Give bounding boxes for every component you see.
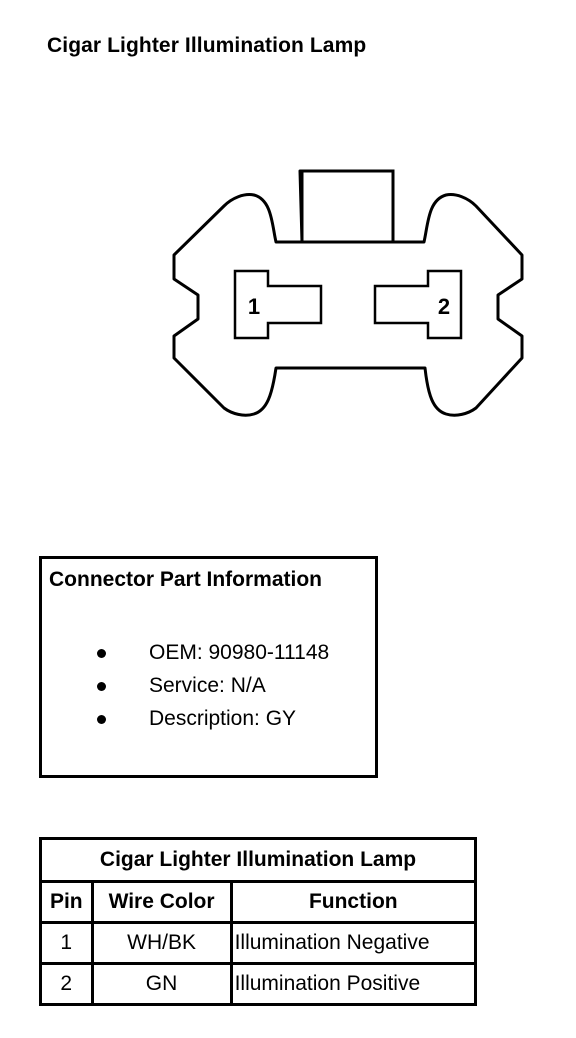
header-wire-color: Wire Color (90, 880, 233, 924)
connector-body-outline (172, 169, 524, 417)
cell-function: Illumination Negative (229, 921, 478, 965)
cell-function: Illumination Positive (229, 962, 478, 1006)
pin-cavity-1 (233, 269, 323, 340)
bullet-icon (97, 715, 106, 724)
table-row: 2 GN Illumination Positive (39, 962, 478, 1006)
page-title: Cigar Lighter Illumination Lamp (47, 34, 367, 57)
table-title-row: Cigar Lighter Illumination Lamp (39, 837, 477, 883)
pin-cavity-2 (373, 269, 463, 340)
part-info-text: Description: GY (149, 707, 297, 730)
connector-part-info-box: Connector Part Information OEM: 90980-11… (39, 556, 378, 778)
pin-function-table: Cigar Lighter Illumination Lamp Pin Wire… (39, 837, 478, 1006)
bullet-icon (97, 649, 106, 658)
pin-label-1: 1 (248, 294, 260, 319)
part-info-text: Service: N/A (149, 674, 266, 697)
table-header-row: Pin Wire Color Function (39, 880, 478, 924)
cell-pin: 2 (39, 962, 94, 1006)
cell-pin: 1 (39, 921, 94, 965)
pin-label-2: 2 (438, 294, 450, 319)
table-row: 1 WH/BK Illumination Negative (39, 921, 478, 965)
part-info-text: OEM: 90980-11148 (149, 641, 330, 664)
connector-face-diagram: 1 2 (172, 169, 524, 417)
table-title: Cigar Lighter Illumination Lamp (39, 837, 477, 883)
part-info-heading: Connector Part Information (49, 568, 323, 591)
cell-wire-color: WH/BK (90, 921, 233, 965)
cell-wire-color: GN (90, 962, 233, 1006)
bullet-icon (97, 682, 106, 691)
connector-latch (300, 169, 395, 244)
header-function: Function (229, 880, 478, 924)
header-pin: Pin (39, 880, 94, 924)
